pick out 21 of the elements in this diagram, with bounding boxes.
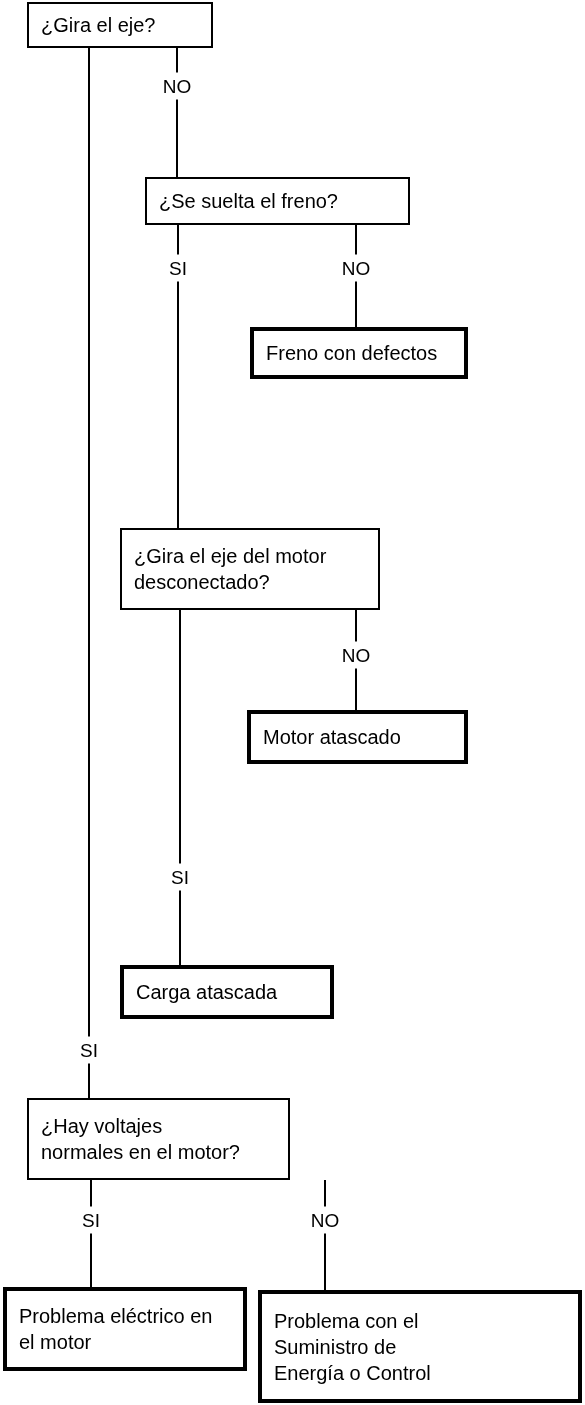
decision-box <box>120 528 380 610</box>
result-box <box>3 1287 247 1371</box>
connector-line <box>177 224 179 529</box>
result-box <box>120 965 334 1019</box>
node-text: Carga atascada <box>136 980 278 1005</box>
connector-line <box>179 609 181 966</box>
node-text: ¿Gira el eje del motor desconectado? <box>134 544 328 595</box>
decision-box <box>145 177 410 225</box>
decision-box <box>27 2 213 48</box>
result-box <box>258 1290 582 1403</box>
node-text: Problema eléctrico en el motor <box>19 1304 214 1355</box>
node-text: Problema con el Suministro de Energía o Control <box>274 1308 432 1386</box>
node-text: ¿Gira el eje? <box>41 13 156 38</box>
connector-line <box>88 47 90 1099</box>
result-box <box>247 710 468 764</box>
node-text: Motor atascado <box>263 725 401 750</box>
result-box <box>250 327 468 379</box>
node-text: ¿Se suelta el freno? <box>159 189 338 214</box>
node-text: ¿Hay voltajes normales en el motor? <box>41 1114 241 1165</box>
node-text: Freno con defectos <box>266 341 438 366</box>
decision-box <box>27 1098 290 1180</box>
